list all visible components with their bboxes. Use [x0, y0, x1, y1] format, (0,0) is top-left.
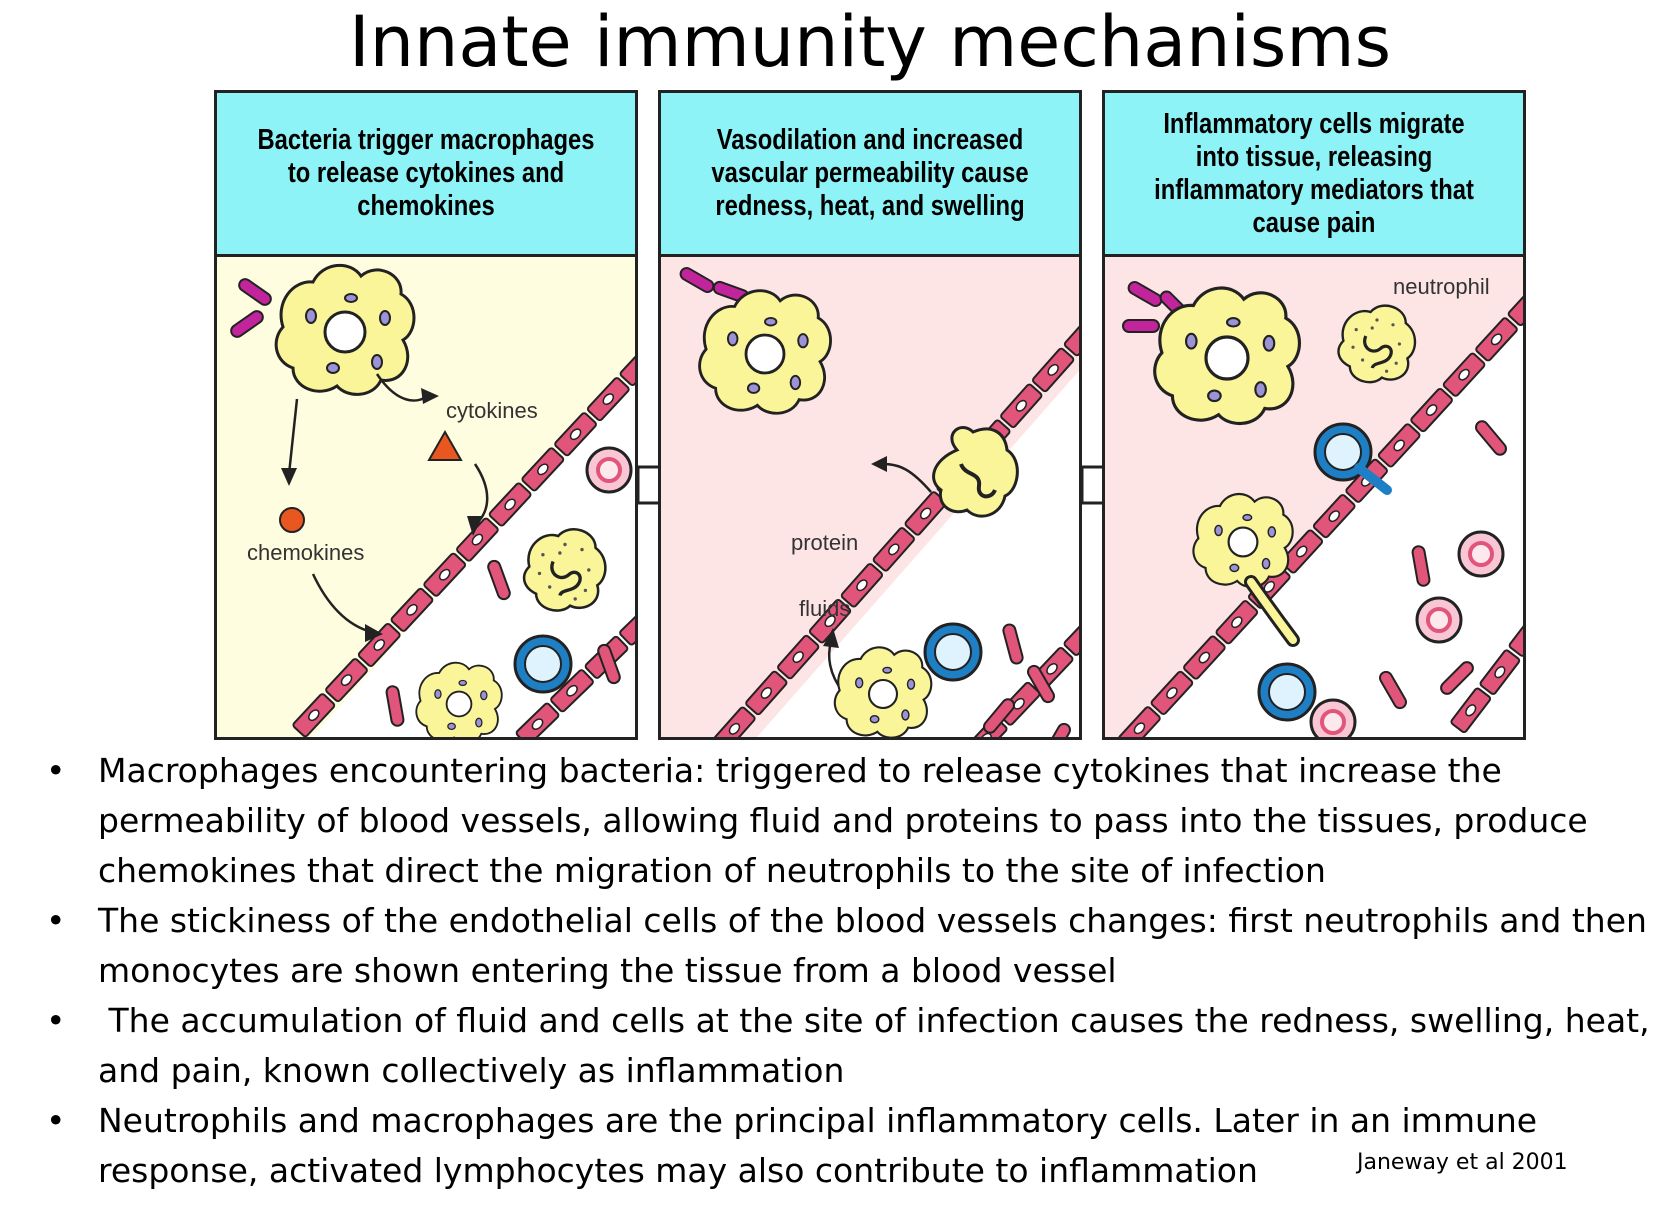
panel-caption: Vasodilation and increased vascular perm…: [661, 93, 1079, 257]
bullet-item: •The stickiness of the endothelial cells…: [46, 901, 1647, 990]
chemokines-label: chemokines: [247, 540, 364, 565]
bacterium-icon: [235, 275, 275, 309]
page-title: Innate immunity mechanisms: [348, 1, 1392, 83]
lymphocyte-icon: [513, 634, 573, 694]
lymphocyte-icon: [1257, 662, 1317, 722]
macrophage-icon: [274, 263, 416, 396]
bullet-item: •Macrophages encountering bacteria: trig…: [46, 751, 1588, 890]
red-blood-cell-icon: [585, 446, 633, 494]
panel-illustration: neutrophil: [1116, 274, 1523, 737]
endothelial-cell-icon: [743, 669, 789, 717]
endothelial-cell-icon: [1062, 310, 1079, 358]
bullet-item: • The accumulation of fluid and cells at…: [46, 1001, 1661, 1090]
panel-vasodilation: Vasodilation and increased vascular perm…: [658, 90, 1082, 740]
endothelial-cell-icon: [618, 340, 635, 388]
lymphocyte-icon: [1313, 422, 1392, 495]
bullet-item: •Neutrophils and macrophages are the pri…: [46, 1101, 1538, 1190]
citation: Janeway et al 2001: [1357, 1150, 1568, 1175]
lymphocyte-icon: [923, 622, 983, 682]
neutrophil-icon: [522, 527, 608, 613]
panel-caption: Inflammatory cells migrate into tissue, …: [1105, 93, 1523, 257]
protein-label: protein: [791, 530, 858, 555]
macrophage-icon: [698, 289, 832, 415]
red-blood-cell-icon: [1309, 698, 1357, 737]
macrophage-icon: [833, 646, 933, 737]
panel-inflammatory-migration: Inflammatory cells migrate into tissue, …: [1102, 90, 1526, 740]
macrophage-icon: [1153, 286, 1302, 426]
endothelial-cell-icon: [775, 633, 821, 681]
bacterium-icon: [227, 307, 267, 341]
panel-caption: Bacteria trigger macrophages to release …: [217, 93, 635, 257]
red-blood-cell-icon: [1457, 530, 1505, 578]
macrophage-icon: [415, 661, 503, 737]
endothelial-cell-icon: [1506, 280, 1523, 328]
macrophage-icon: [1192, 492, 1300, 647]
panel-illustration: cytokines chemokines: [227, 263, 635, 737]
endothelial-cell-icon: [712, 705, 757, 737]
bacterium-icon: [1125, 278, 1165, 310]
fluids-label: fluids: [799, 596, 850, 621]
cytokines-label: cytokines: [446, 398, 538, 423]
bacterium-icon: [677, 264, 717, 296]
neutrophil-icon: [1336, 304, 1417, 384]
panel-illustration: protein fluids: [677, 264, 1079, 737]
red-blood-cell-icon: [1415, 596, 1463, 644]
bullet-list: •Macrophages encountering bacteria: trig…: [40, 746, 1664, 1196]
bacterium-icon: [1122, 319, 1160, 333]
panel-bacteria-trigger: Bacteria trigger macrophages to release …: [214, 90, 638, 740]
neutrophil-label: neutrophil: [1393, 274, 1490, 299]
